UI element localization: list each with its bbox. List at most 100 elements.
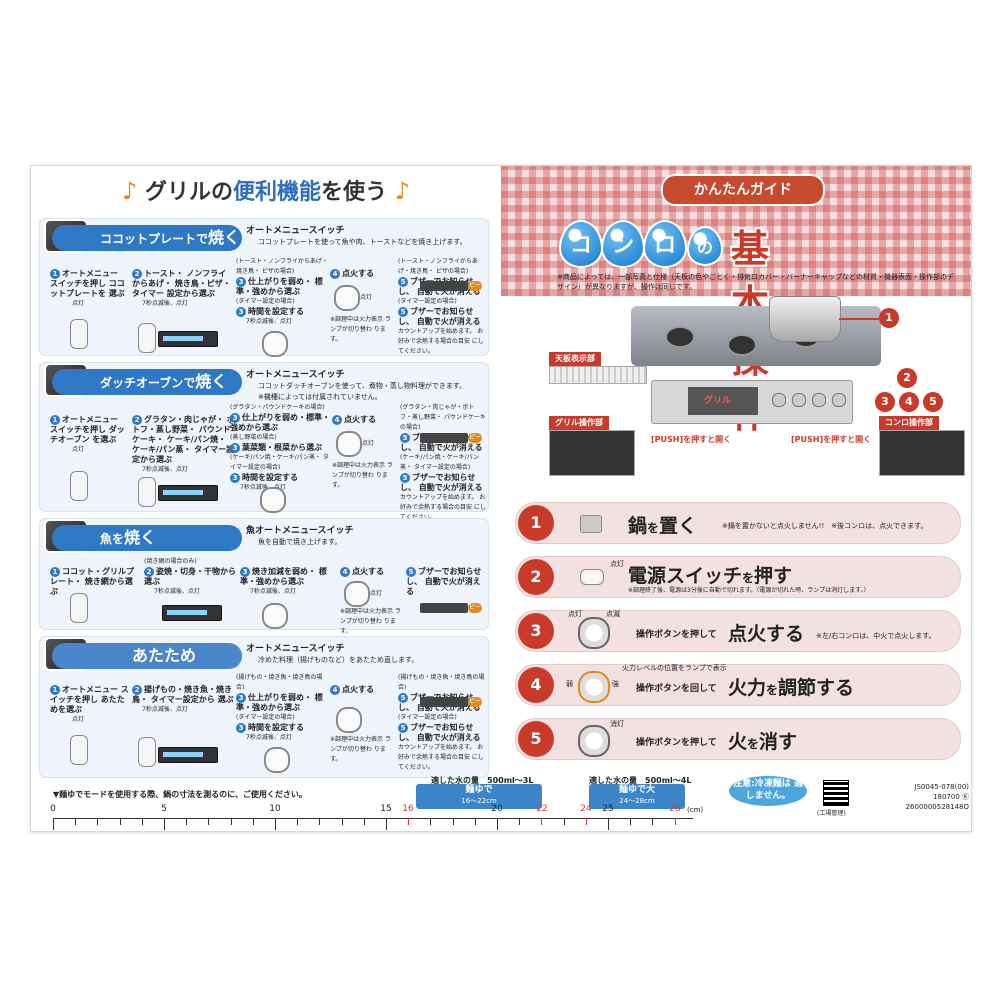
- dial-icon: [262, 603, 288, 629]
- ruler-tick: [386, 818, 387, 830]
- op-title: 点火する: [728, 623, 805, 645]
- ruler-tick: [53, 818, 54, 830]
- qr-code: [823, 780, 849, 806]
- step-4-note: ※調理中は火力表示 ランプが切り替わ ります。: [340, 608, 401, 635]
- ruler-label: 5: [161, 804, 167, 814]
- op-pre: 操作ボタンを回して: [636, 684, 717, 694]
- op-number: 5: [518, 721, 554, 757]
- op-tag: 点灯: [568, 610, 582, 618]
- op-note: ※鍋を置かないと点火しません!! ※後コンロは、点火できます。: [722, 522, 928, 530]
- title-drop: ロ: [643, 220, 687, 268]
- display-icon: [158, 331, 218, 347]
- section-dutch-oven: ダッチオーブンで焼く オートメニュースイッチココットダッチオーブンを使って、煮物…: [39, 362, 489, 521]
- music-note-icon: ♪: [394, 177, 411, 205]
- lit-tag: 点灯: [370, 590, 383, 597]
- section-switch: オートメニュースイッチココットプレートを使って魚や肉、トーストなどを焼き上げます…: [246, 226, 467, 246]
- callout-1: 1: [879, 308, 899, 328]
- buzzer-display: [420, 603, 468, 613]
- burner-icon: [727, 334, 757, 356]
- ruler-tick: [652, 818, 654, 825]
- lit-tag: 点灯: [362, 440, 375, 447]
- op-row-power: 2 点灯 電源スイッチを押す ※調理終了後、電源は3分後に自動で切れます。（電源…: [515, 556, 961, 598]
- ruler-tick: [75, 818, 77, 825]
- op-tag: 弱: [566, 680, 573, 688]
- push-right-text: [PUSH]を押すと開く: [791, 435, 872, 444]
- section-heading: あたため: [52, 643, 242, 669]
- ruler-tick: [519, 818, 521, 825]
- buzzer-display: [420, 697, 468, 707]
- grill-features-panel: ♪ グリルの便利機能を使う ♪ ココットプレートで焼く オートメニュースイッチコ…: [31, 166, 501, 831]
- knob-icon: [832, 393, 846, 407]
- disclaimer: ※商品によっては、一部写真と仕様（天板の色やごとく・排気口カバー・バーナーキャッ…: [557, 273, 954, 291]
- ruler-tick: [275, 818, 276, 830]
- button-icon: [138, 323, 156, 353]
- section-heading: 魚を焼く: [52, 525, 242, 551]
- section-heading: ダッチオーブンで焼く: [52, 369, 242, 395]
- op-title: 火を消す: [728, 731, 798, 753]
- section-heading: ココットプレートで焼く: [52, 225, 242, 251]
- ruler-tick: [563, 818, 565, 825]
- ruler-tick: [674, 818, 676, 825]
- dial-icon: [260, 487, 286, 513]
- knob-icon: [336, 431, 362, 457]
- ruler-label: 24: [580, 804, 592, 814]
- ruler-tick: [408, 818, 410, 825]
- button-icon: [138, 737, 156, 767]
- display-icon: [158, 747, 218, 763]
- caution-badge: 注意:冷凍麺は 適しません。: [729, 776, 807, 806]
- guide-sheet: ♪ グリルの便利機能を使う ♪ ココットプレートで焼く オートメニュースイッチコ…: [30, 165, 972, 832]
- ruler-label: 25: [602, 804, 614, 814]
- ruler-label: 16: [402, 804, 414, 814]
- op-note: ※左/右コンロは、中火で点火します。: [816, 632, 936, 640]
- ruler-tick: [608, 818, 609, 830]
- op-row-extinguish: 5 消灯 操作ボタンを押して 火を消す: [515, 718, 961, 760]
- ruler-caption: ▼麺ゆでモードを使用する際、鍋の寸法を測るのに、ご使用ください。: [53, 790, 307, 799]
- op-number: 3: [518, 613, 554, 649]
- section-cocotte: ココットプレートで焼く オートメニュースイッチココットプレートを使って魚や肉、ト…: [39, 218, 489, 357]
- beep-badge: ピー: [468, 281, 482, 291]
- ruler-tick: [585, 818, 587, 825]
- switch-icon: [70, 319, 88, 349]
- dial-icon: [578, 725, 610, 757]
- water-amount-1: 適した水の量 500ml〜3L: [431, 776, 534, 785]
- ruler-label: 10: [269, 804, 281, 814]
- knob-icon: [334, 285, 360, 311]
- callout-line: [839, 318, 879, 320]
- step-4-note: ※調理中は火力表示 ランプが切り替わ ります。: [330, 736, 391, 763]
- ruler-label: 22: [536, 804, 548, 814]
- ruler-tick: [164, 818, 165, 830]
- stove-panel-image: [879, 430, 965, 476]
- section-switch: オートメニュースイッチココットダッチオーブンを使って、煮物・蒸し物料理ができます…: [246, 370, 467, 401]
- qr-caption: (工場管理): [817, 810, 846, 817]
- title-drop: の: [687, 226, 723, 266]
- step-5: (グラタン・肉じゃが・ポトフ・蒸し野菜・ パウンドケーキの場合)5ブザーでお知ら…: [400, 404, 486, 521]
- op-row-ignite: 3 点灯 点滅 操作ボタンを押して 点火する ※左/右コンロは、中火で点火します…: [515, 610, 961, 652]
- op-pre: 操作ボタンを押して: [636, 630, 717, 640]
- music-note-icon: ♪: [121, 177, 138, 205]
- grill-door: [688, 387, 758, 415]
- ruler-tick: [541, 818, 543, 825]
- display-icon: [158, 485, 218, 501]
- ruler: 0 5 10 15 16 20 22 24 25 28 (cm): [50, 804, 971, 831]
- op-number: 2: [518, 559, 554, 595]
- ruler-tick: [430, 818, 432, 825]
- section-reheat: あたため オートメニュースイッチ冷めた料理（揚げものなど）をあたため直します。 …: [39, 636, 489, 778]
- op-pre: 操作ボタンを押して: [636, 738, 717, 748]
- ruler-tick: [319, 818, 321, 825]
- ruler-tick: [97, 818, 99, 825]
- easy-guide-label: かんたんガイド: [661, 174, 825, 206]
- pot-photo: [769, 296, 841, 342]
- ruler-tick: [141, 818, 143, 825]
